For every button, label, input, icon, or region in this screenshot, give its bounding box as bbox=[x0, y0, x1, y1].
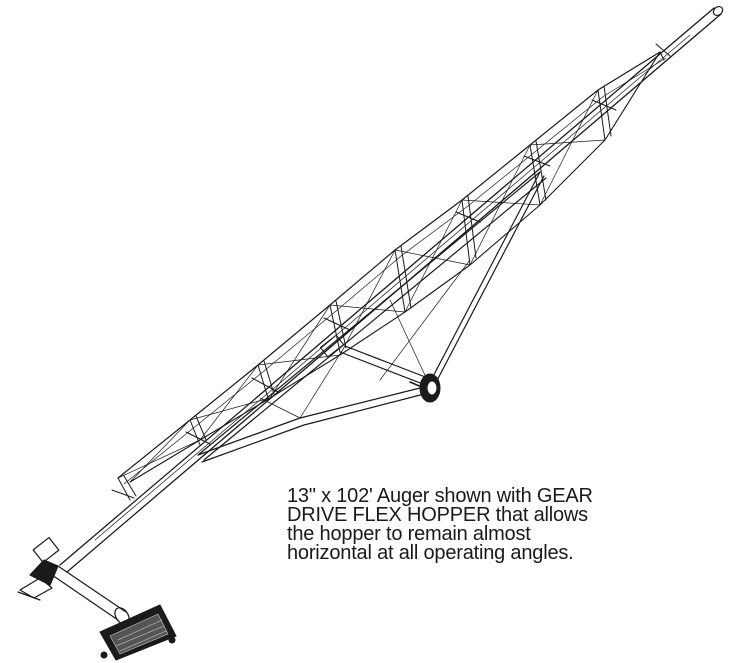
caption-line: the hopper to remain almost bbox=[287, 523, 531, 545]
truss-top-chord bbox=[117, 51, 667, 485]
truss-diagonals bbox=[117, 51, 661, 483]
caption-line: DRIVE FLEX HOPPER that allows bbox=[287, 504, 588, 526]
truss-frames bbox=[111, 43, 671, 501]
flex-hopper-icon bbox=[99, 604, 177, 661]
transport-wheel-icon bbox=[409, 373, 441, 403]
truss-bottom-chord bbox=[129, 51, 661, 483]
intake-head bbox=[17, 536, 60, 601]
flex-hopper-tube bbox=[51, 565, 130, 625]
figure-caption: 13" x 102' Auger shown with GEAR DRIVE F… bbox=[287, 485, 687, 564]
caption-line: 13" x 102' Auger shown with GEAR bbox=[287, 485, 593, 507]
caption-line: horizontal at all operating angles. bbox=[287, 542, 574, 564]
undercarriage-frame bbox=[197, 171, 547, 463]
